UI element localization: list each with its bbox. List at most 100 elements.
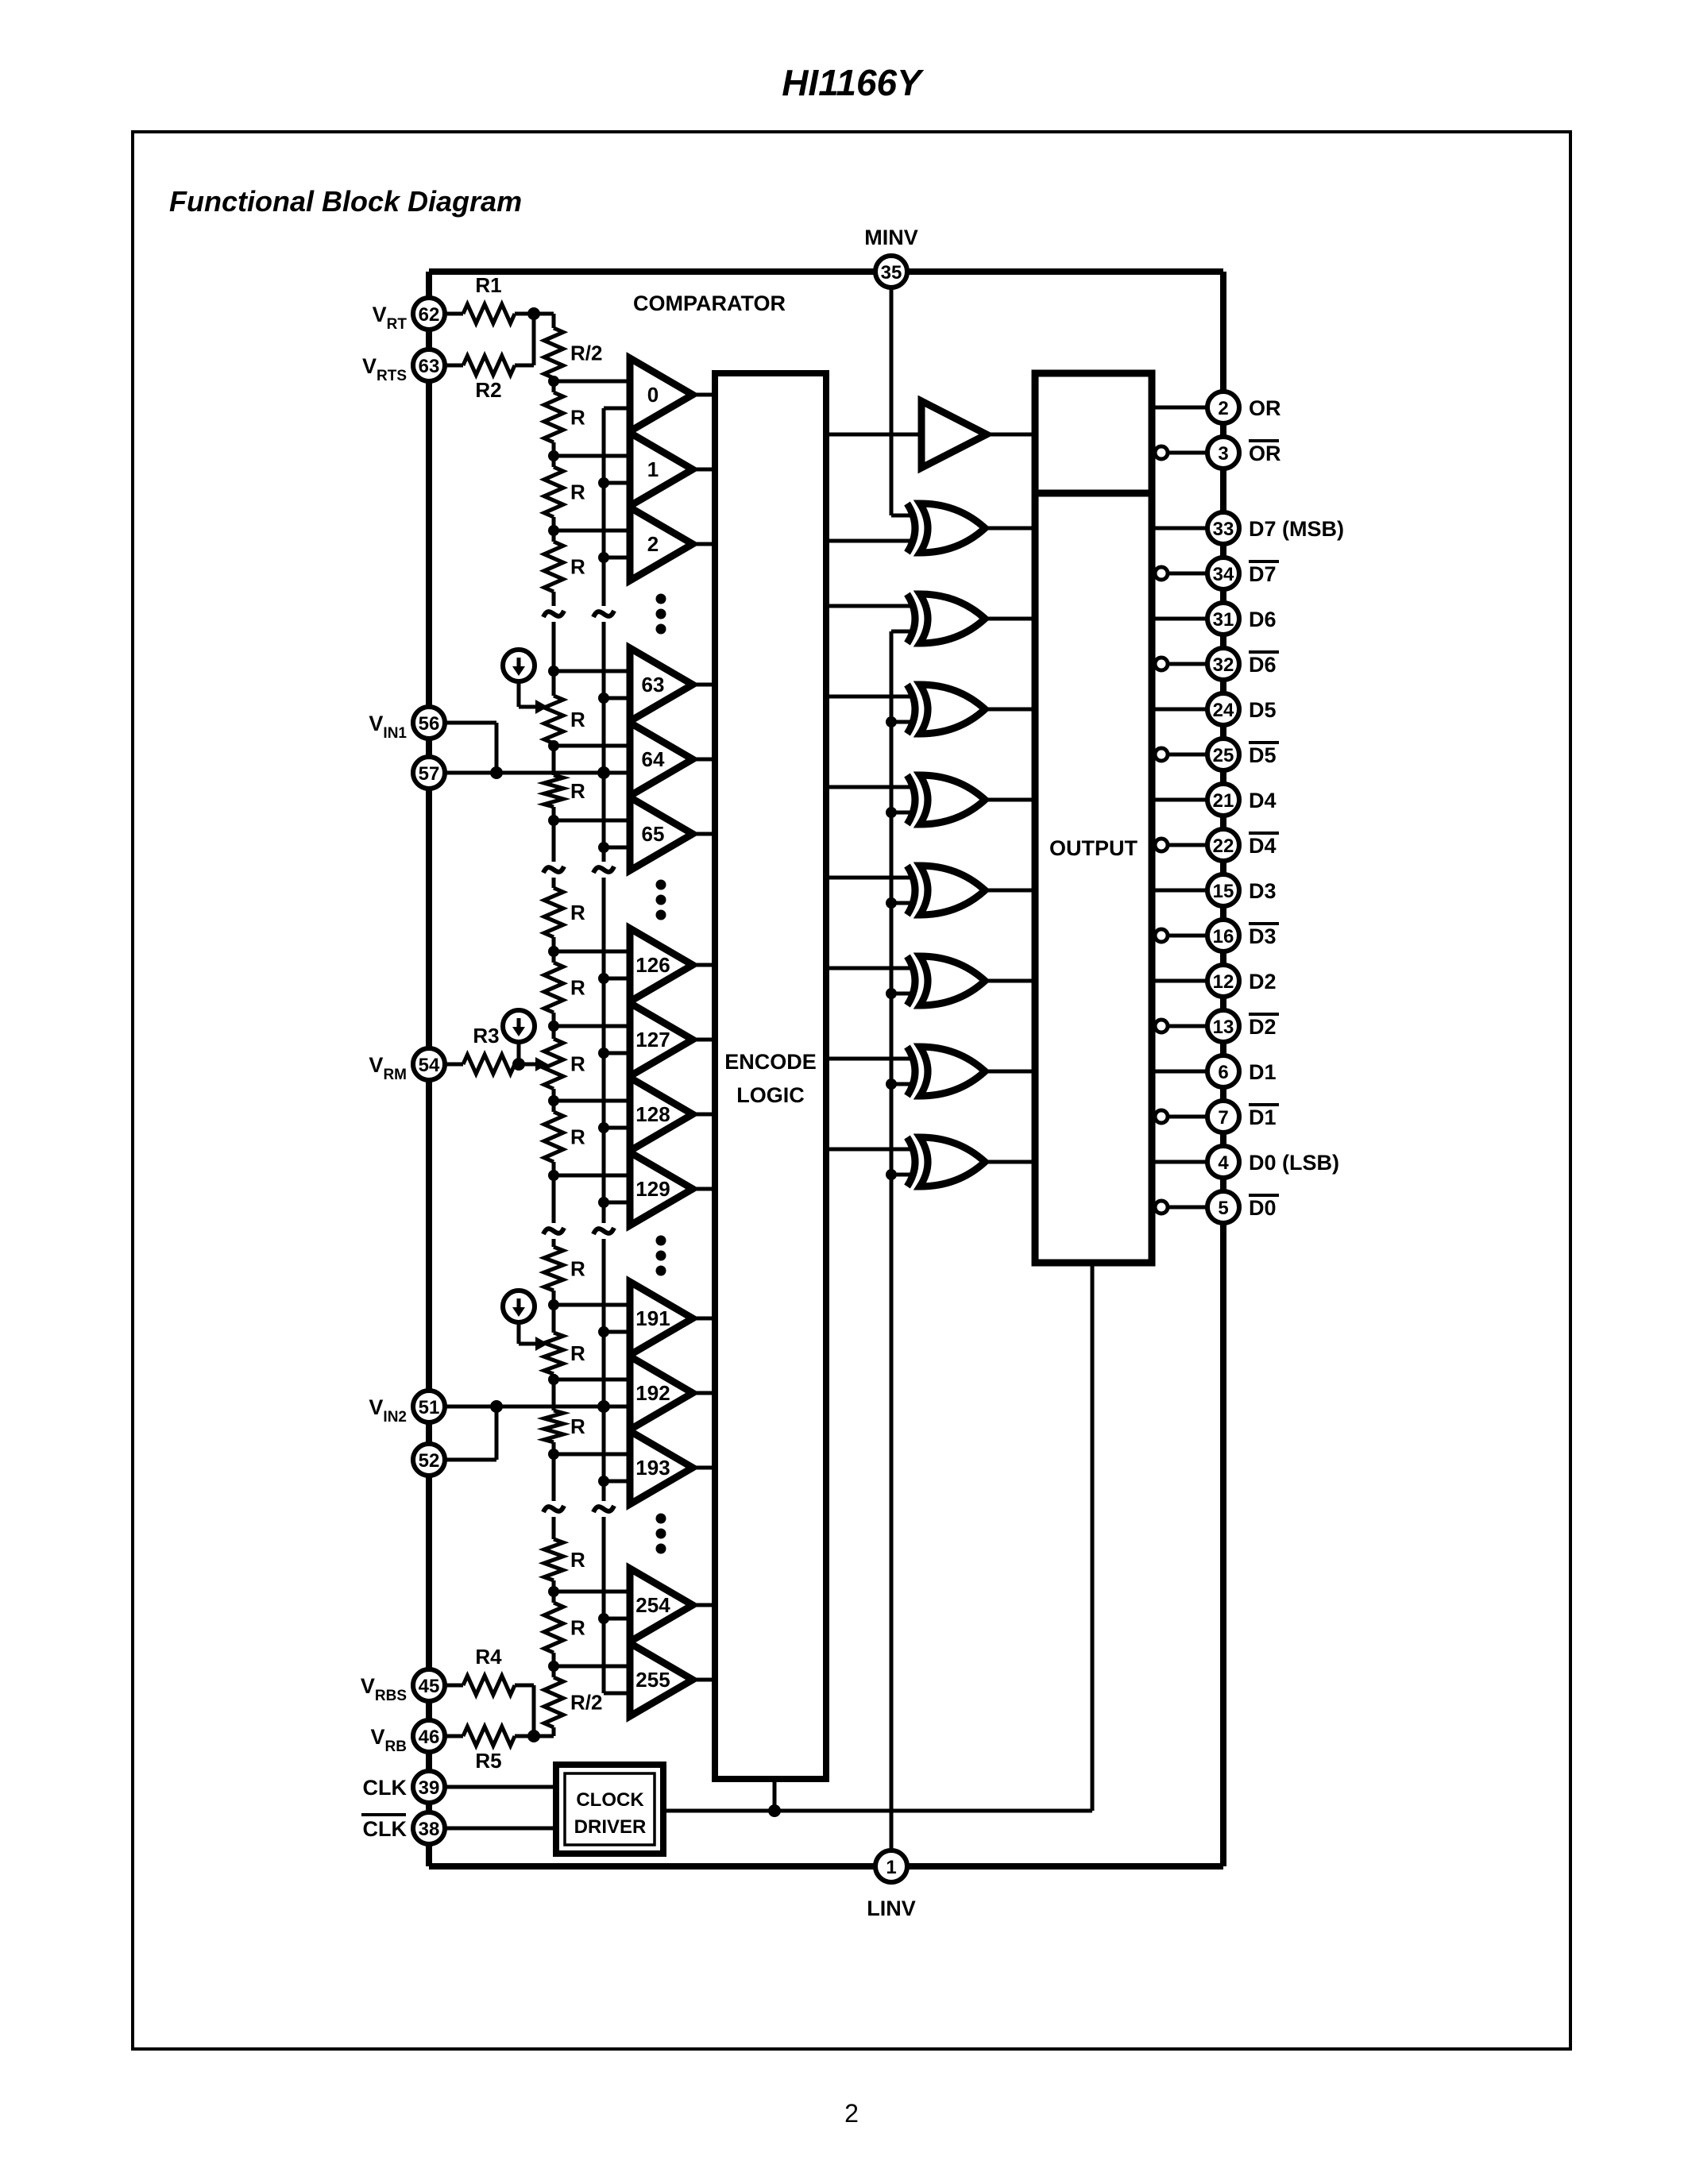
junction-dot	[597, 766, 610, 779]
xor-back-arc	[904, 1135, 919, 1189]
ladder-resistor	[539, 1675, 569, 1730]
pin-label: OR	[1249, 396, 1281, 420]
pin-circle	[411, 1718, 447, 1754]
comparator-triangle-icon	[626, 1146, 700, 1232]
xor-gate-d6	[826, 590, 1035, 647]
arrow-right-icon	[535, 700, 548, 714]
pin-33: 33 D7 (MSB)	[1205, 510, 1344, 546]
resistor-r1	[461, 299, 517, 329]
junction-dot	[597, 1400, 610, 1413]
resistor-label: R	[570, 406, 585, 430]
comparator-254: 254	[554, 1562, 715, 1648]
pin-label: VRM	[369, 1053, 407, 1083]
comparator-triangle-icon	[626, 997, 700, 1082]
pin-circle	[873, 253, 910, 290]
pin-number: 54	[419, 1055, 440, 1076]
comparator-number: 0	[647, 383, 659, 407]
comparator-63: 63	[554, 642, 715, 727]
pin-label: VRB	[371, 1725, 407, 1755]
xor-back-arc	[904, 592, 919, 646]
ladder-resistor	[538, 1244, 570, 1293]
pin-label: D2	[1249, 970, 1277, 994]
resistor-r5	[461, 1721, 517, 1751]
ellipsis-dot	[655, 1235, 666, 1246]
resistor-label: R	[570, 555, 585, 579]
comparator-number: 63	[642, 673, 665, 696]
pin-number: 32	[1213, 654, 1234, 676]
junction-dot	[527, 1730, 540, 1742]
pin-circle	[411, 1769, 447, 1805]
pin-circle	[1205, 963, 1242, 999]
line-break-symbol	[541, 1504, 566, 1514]
pin-circle	[411, 704, 447, 741]
comparator-triangle-icon	[626, 426, 700, 512]
comparator-triangle-icon	[626, 1071, 700, 1157]
xor-back-arc	[904, 1044, 919, 1098]
pin-57: 57	[411, 754, 447, 791]
comparator-number: 2	[647, 532, 659, 556]
pin-circle	[1205, 1098, 1242, 1135]
pin-number: 45	[419, 1676, 440, 1697]
pin-label: D6	[1249, 653, 1277, 677]
comparator-64: 64	[554, 716, 715, 802]
ladder-resistor	[536, 773, 571, 809]
pin-number: 33	[1213, 519, 1234, 540]
comparator-triangle-icon	[626, 922, 700, 1008]
pin-label: VIN2	[369, 1395, 407, 1426]
pin-circle	[411, 754, 447, 791]
ladder-resistor	[539, 1109, 569, 1164]
inversion-bubble-icon	[1153, 1198, 1170, 1216]
inversion-bubble-icon	[1153, 836, 1170, 854]
pin-number: 46	[419, 1727, 440, 1748]
pin-label: OR	[1249, 442, 1281, 465]
inversion-bubble-icon	[1153, 655, 1170, 673]
pin-circle	[1205, 555, 1242, 592]
encode-logic-label: ENCODE	[724, 1050, 817, 1074]
pin-label: MINV	[864, 226, 918, 249]
ladder-resistor	[538, 1330, 570, 1376]
ladder-resistor	[539, 390, 569, 445]
arrow-down-icon	[512, 666, 525, 676]
ellipsis-dot	[655, 1528, 666, 1539]
comparator-126: 126	[554, 922, 715, 1008]
pin-label: D2	[1249, 1015, 1277, 1039]
pin-number: 12	[1213, 971, 1234, 993]
comparator-number: 126	[635, 953, 670, 977]
pin-circle	[873, 1848, 910, 1885]
pin-number: 52	[419, 1450, 440, 1472]
ellipsis-dot	[655, 1513, 666, 1524]
pin-label: D7 (MSB)	[1249, 517, 1344, 541]
resistor-label: R	[570, 1548, 585, 1572]
pin-circle	[1205, 389, 1242, 426]
ladder-resistor	[539, 539, 569, 594]
encode-logic-label: LOGIC	[736, 1083, 805, 1107]
ladder-resistor	[539, 326, 569, 380]
comparator-triangle-icon	[626, 1425, 700, 1511]
resistor-label: R	[570, 779, 585, 803]
inversion-bubble-icon	[1153, 1017, 1170, 1035]
ellipsis-dot	[655, 1265, 666, 1276]
xor-gate-d4	[826, 771, 1035, 828]
pin-circle	[411, 295, 447, 332]
ladder-resistor	[539, 693, 569, 746]
analog-input-bus	[591, 408, 616, 1693]
xor-gate-d2	[826, 952, 1035, 1009]
pin-circle	[411, 1667, 447, 1704]
ladder-resistor	[539, 465, 569, 519]
comparator-128: 128	[554, 1071, 715, 1157]
pin-circle	[1205, 1008, 1242, 1044]
